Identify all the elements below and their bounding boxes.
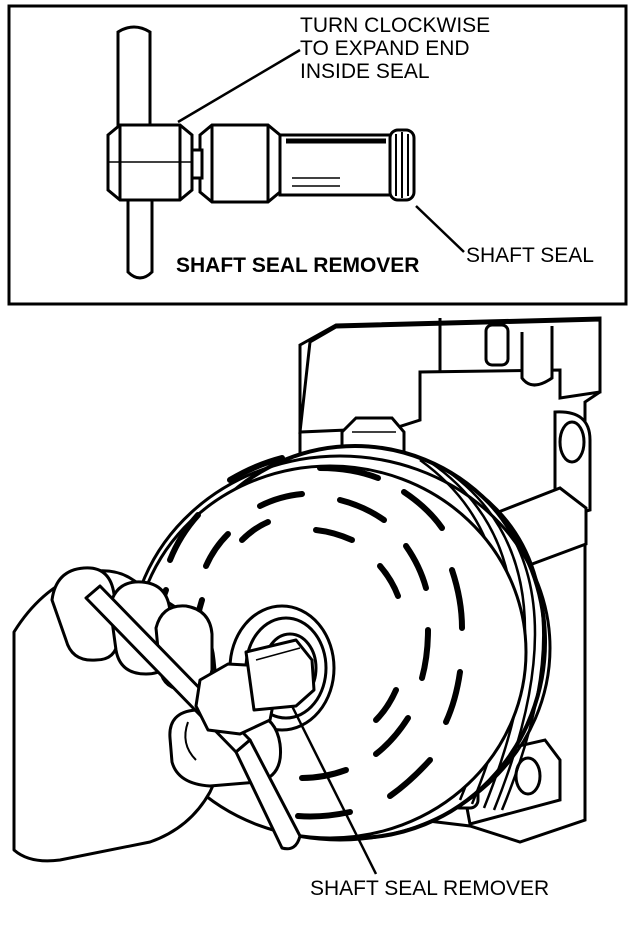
inset-panel: TURN CLOCKWISE TO EXPAND END INSIDE SEAL… [7,4,628,306]
leader-shaft-seal [415,205,465,253]
coupling-nut-illustration [190,123,282,204]
callout-turn-line-2: TO EXPAND END [300,37,470,60]
inset-tool-title: SHAFT SEAL REMOVER [176,254,419,277]
leader-shaft-seal-remover [290,705,378,875]
seal-remover-tool [84,584,316,851]
leader-turn-clockwise [177,48,301,124]
callout-shaft-seal-remover: SHAFT SEAL REMOVER [310,877,549,900]
callout-shaft-seal: SHAFT SEAL [466,244,594,267]
compressor-illustration: SHAFT SEAL REMOVER [12,316,602,900]
expanding-sleeve-illustration [278,128,416,202]
callout-turn-line-1: TURN CLOCKWISE [300,14,490,37]
callout-turn-line-3: INSIDE SEAL [300,60,430,83]
t-handle-illustration [106,25,194,280]
